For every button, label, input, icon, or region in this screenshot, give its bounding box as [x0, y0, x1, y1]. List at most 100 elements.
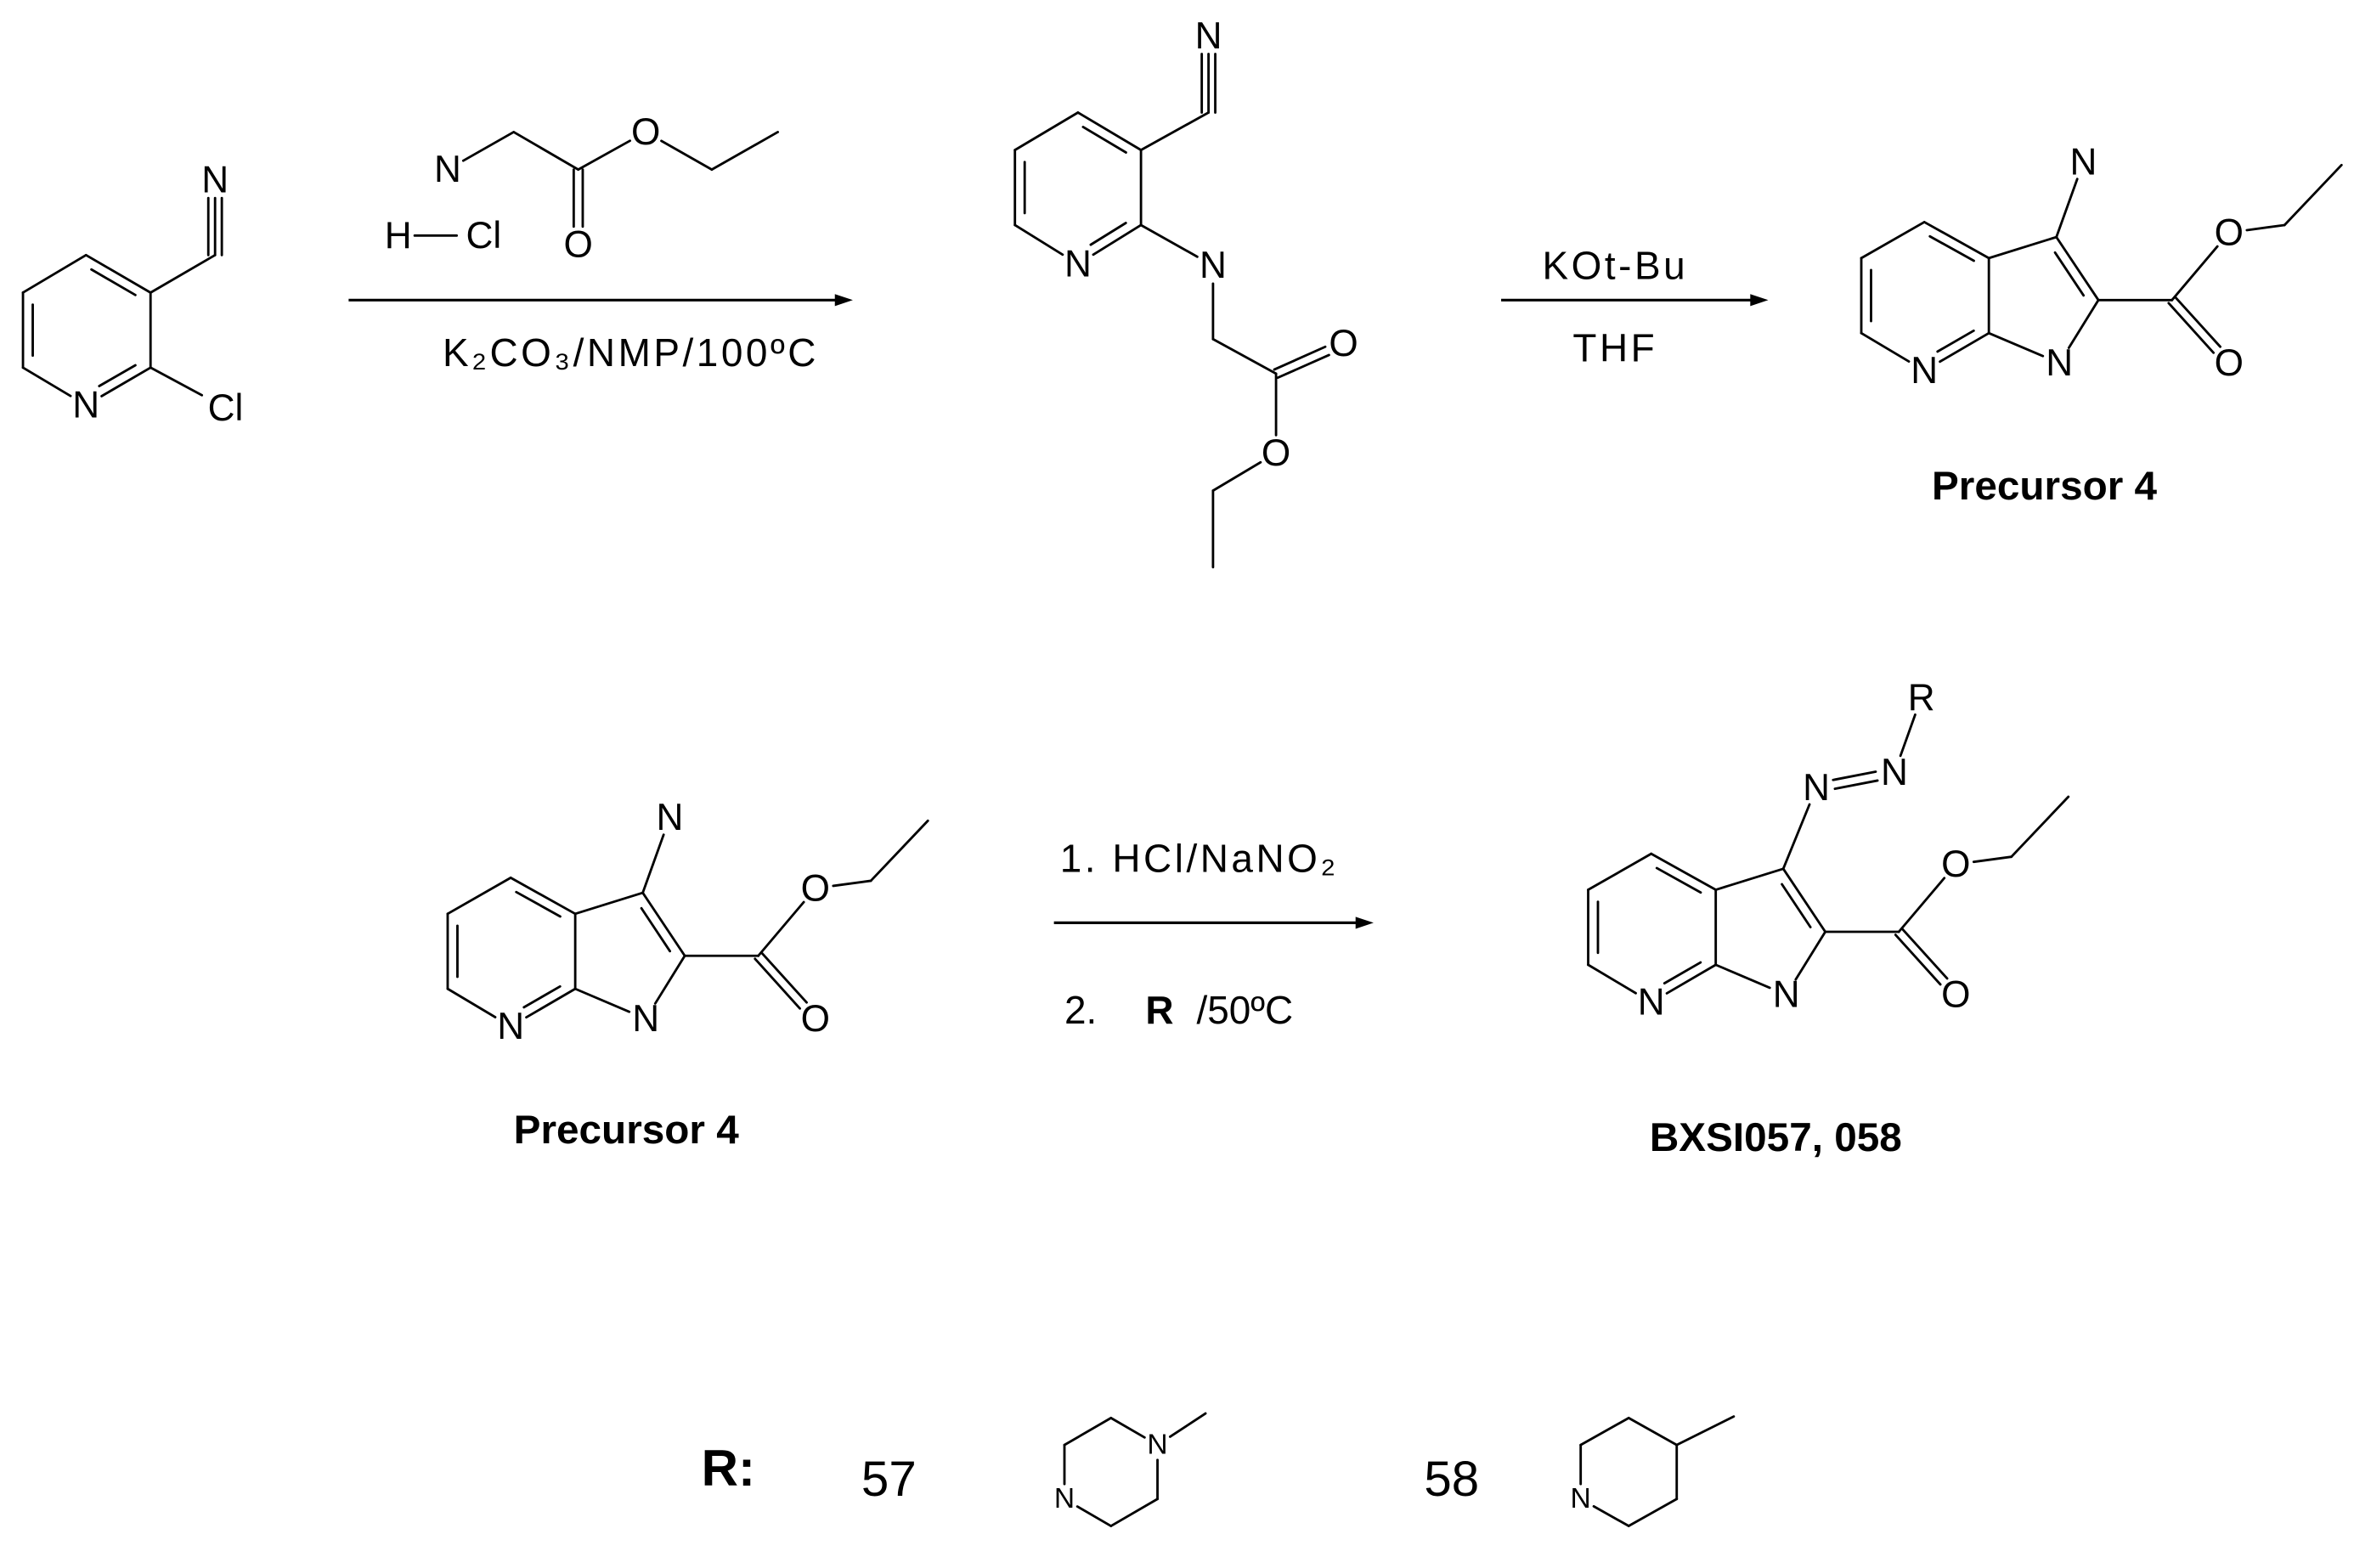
- single-bond: [1899, 713, 1917, 758]
- nitrile-nitrogen-label: N: [201, 159, 229, 200]
- piperidine-nitrogen-label: N: [1571, 1483, 1591, 1514]
- amino-nitrogen-label: N: [656, 797, 683, 838]
- single-bond: [1922, 221, 1990, 260]
- single-bond: [653, 954, 686, 1005]
- single-bond: [1013, 223, 1064, 257]
- ring-double-bond-inner-line: [90, 268, 137, 296]
- reaction-arrow-2: [1501, 294, 1769, 307]
- ring-double-bond-inner-line: [1928, 234, 1975, 262]
- substituent-r-label: R:: [702, 1440, 755, 1497]
- single-bond: [832, 879, 872, 888]
- ring-double-bond-inner-line: [98, 364, 137, 387]
- ester-oxygen-label: O: [631, 111, 660, 153]
- single-bond: [2055, 235, 2100, 302]
- ring-double-bond-inner-line: [1781, 883, 1812, 928]
- single-bond: [577, 139, 632, 172]
- single-bond: [1972, 855, 2013, 864]
- single-bond: [1592, 1504, 1630, 1527]
- step-3-condition-1: 1. HCl/NaNO₂: [1060, 836, 1339, 880]
- step-1-conditions: K₂CO₃/NMP/100ºC: [443, 330, 819, 375]
- hydrogen-label: H: [385, 215, 412, 257]
- precursor-4-caption: Precursor 4: [1932, 464, 2158, 509]
- single-bond: [149, 253, 217, 294]
- chlorine-label: Cl: [466, 215, 502, 257]
- single-bond: [1587, 963, 1637, 995]
- double-bond: [1833, 779, 1879, 791]
- pyrrole-nitrogen-label: N: [1773, 974, 1800, 1016]
- single-bond: [573, 891, 645, 916]
- carbonyl-oxygen-label: O: [563, 223, 592, 265]
- single-bond: [100, 366, 152, 398]
- single-bond: [21, 253, 87, 294]
- reaction-arrow-3: [1053, 917, 1374, 929]
- amine-nitrogen-label: N: [434, 149, 461, 190]
- ring-double-bond-inner-line: [2053, 251, 2086, 297]
- single-bond: [1781, 803, 1811, 871]
- pyridine-nitrogen-label: N: [1911, 350, 1938, 392]
- single-bond: [1714, 867, 1785, 891]
- single-bond: [1987, 235, 2058, 260]
- single-bond: [1076, 111, 1143, 152]
- pyridine-nitrogen-label: N: [497, 1006, 524, 1047]
- single-bond: [1675, 1415, 1736, 1447]
- azo-nitrogen-label: N: [1803, 767, 1830, 809]
- single-bond: [21, 366, 72, 398]
- single-bond: [641, 891, 686, 957]
- single-bond: [446, 876, 512, 916]
- double-bond: [1273, 345, 1327, 371]
- substituent-number-58: 58: [1424, 1452, 1479, 1507]
- single-bond: [1860, 331, 1911, 363]
- single-bond: [1139, 223, 1199, 258]
- single-bond: [149, 366, 204, 397]
- ring-double-bond-inner-line: [1936, 329, 1975, 353]
- single-bond: [1587, 852, 1653, 891]
- single-bond: [1579, 1416, 1630, 1447]
- single-bond: [641, 833, 665, 894]
- double-bond: [2167, 302, 2216, 354]
- arrow-head: [1355, 917, 1374, 929]
- ring-double-bond-inner-line: [1662, 961, 1702, 985]
- amine-nitrogen-label: N: [1200, 245, 1227, 286]
- pyridine-nitrogen-label: N: [72, 384, 99, 426]
- single-bond: [1897, 877, 1946, 933]
- double-bond: [760, 951, 808, 1004]
- single-bond: [1714, 963, 1771, 990]
- single-bond: [1168, 1412, 1207, 1438]
- single-bond: [461, 131, 516, 162]
- intermediate-ester-structure: N N N O O: [1013, 15, 1358, 569]
- substituent-number-57: 57: [861, 1452, 917, 1507]
- single-bond: [2245, 223, 2286, 232]
- ester-oxygen-label: O: [1941, 843, 1970, 885]
- product-caption: BXSI057, 058: [1650, 1115, 1902, 1160]
- ring-double-bond-inner-line: [640, 906, 672, 953]
- double-bond: [754, 957, 801, 1010]
- ring-double-bond-inner-line: [1655, 866, 1702, 894]
- single-bond: [2171, 245, 2219, 302]
- double-bond: [1832, 770, 1877, 781]
- single-bond: [573, 987, 631, 1013]
- single-bond: [2067, 298, 2100, 349]
- ring-double-bond-inner-line: [1081, 126, 1127, 154]
- carbonyl-oxygen-label: O: [2215, 342, 2244, 384]
- single-bond: [1139, 111, 1211, 152]
- r-group-label: R: [1908, 677, 1935, 719]
- arrow-head: [834, 294, 853, 307]
- carbonyl-oxygen-label: O: [1329, 323, 1358, 364]
- nitrile-nitrogen-label: N: [1195, 15, 1222, 57]
- single-bond: [757, 900, 805, 957]
- glycine-ethyl-ester-hydrochloride-structure: N O O H Cl: [385, 111, 780, 265]
- single-bond: [1987, 331, 2045, 358]
- single-bond: [1211, 337, 1278, 375]
- carbonyl-oxygen-label: O: [1941, 974, 1970, 1016]
- amino-nitrogen-label: N: [2070, 141, 2097, 183]
- single-bond: [1211, 460, 1262, 493]
- single-bond: [710, 131, 780, 172]
- arrow-head: [1750, 294, 1769, 307]
- ring-double-bond-inner-line: [1089, 222, 1127, 246]
- ester-oxygen-label: O: [1262, 432, 1290, 474]
- pyridine-nitrogen-label: N: [1064, 243, 1092, 285]
- single-bond: [1075, 1505, 1113, 1527]
- pyrrole-nitrogen-label: N: [2046, 342, 2073, 384]
